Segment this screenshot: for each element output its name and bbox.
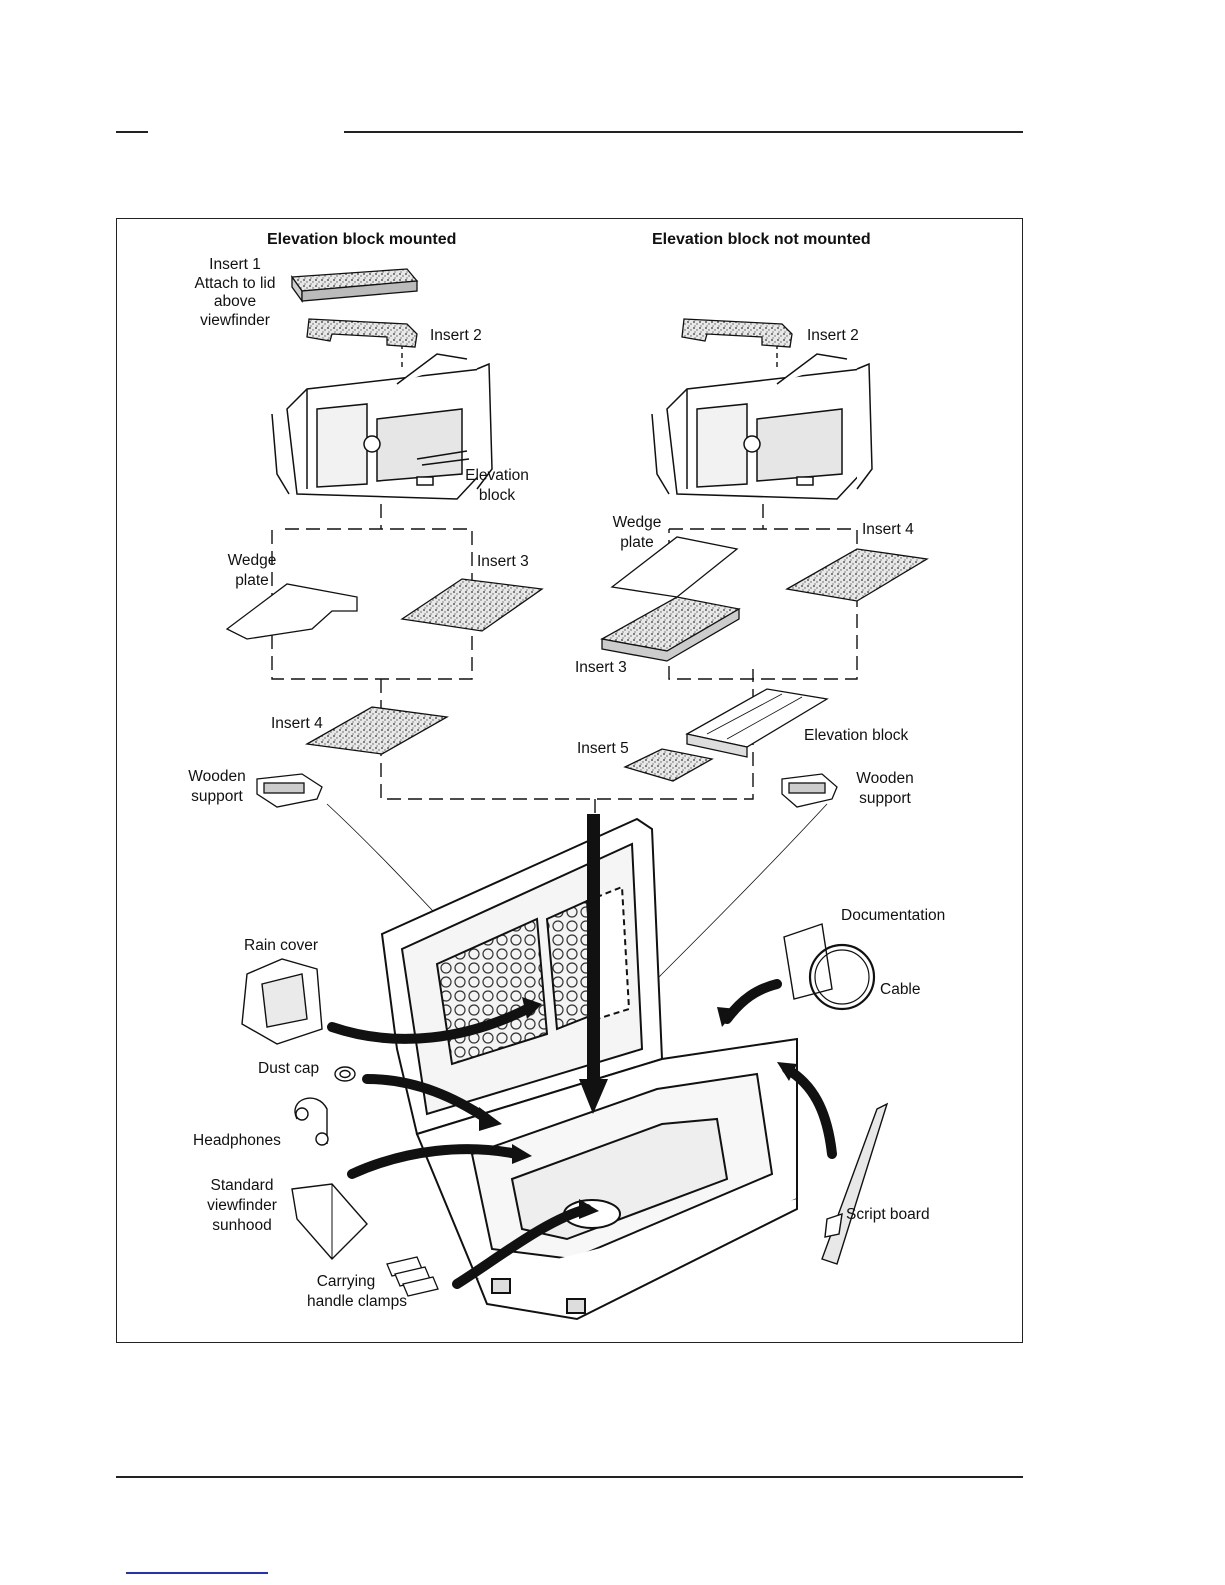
packing-diagram: Elevation block mounted Elevation block … [116, 218, 1023, 1343]
label-standard-viewfinder-sunhood: Standard viewfinder sunhood [197, 1176, 287, 1236]
label-dust-cap: Dust cap [258, 1060, 320, 1077]
label-insert-1-line1: Insert 1 [209, 256, 261, 273]
label-wedge-plate-right-line1: Wedge [612, 514, 662, 531]
label-insert-4-left: Insert 4 [271, 715, 323, 732]
label-wooden-support-left: Wooden support [177, 767, 257, 807]
footer-rule [116, 1476, 1023, 1478]
label-wooden-support-left-line2: support [191, 788, 243, 805]
label-insert-2-right: Insert 2 [807, 327, 859, 344]
label-elevation-block-right: Elevation block [804, 727, 909, 744]
label-elevation-block: Elevation block [452, 466, 542, 506]
label-sunhood-line3: sunhood [212, 1217, 272, 1234]
label-script-board: Script board [846, 1206, 930, 1223]
label-insert-5: Insert 5 [577, 740, 629, 757]
label-headphones: Headphones [193, 1132, 281, 1149]
header-rule-short [116, 131, 148, 133]
label-cable: Cable [880, 981, 921, 998]
heading-elevation-block-not-mounted: Elevation block not mounted [652, 231, 871, 248]
label-clamps-line1: Carrying [316, 1273, 376, 1290]
label-wooden-support-right-line2: support [859, 790, 911, 807]
label-rain-cover: Rain cover [244, 937, 319, 954]
label-wedge-plate-left-line2: plate [235, 572, 269, 589]
label-insert-1: Insert 1 Attach to lid above viewfinder [175, 255, 295, 331]
label-wooden-support-right: Wooden support [845, 769, 925, 809]
label-insert-1-line2: Attach to lid [194, 275, 276, 292]
label-insert-3-left: Insert 3 [477, 553, 529, 570]
label-elevation-block-line2: block [478, 487, 516, 504]
label-sunhood-line2: viewfinder [207, 1197, 277, 1214]
label-documentation: Documentation [841, 907, 946, 924]
label-wedge-plate-left-line1: Wedge [227, 552, 277, 569]
heading-elevation-block-mounted: Elevation block mounted [267, 231, 457, 248]
label-elevation-block-line1: Elevation [465, 467, 529, 484]
label-wedge-plate-right-line2: plate [620, 534, 654, 551]
label-wedge-plate-right: Wedge plate [602, 513, 672, 553]
label-insert-1-line4: viewfinder [200, 312, 270, 329]
label-wooden-support-left-line1: Wooden [188, 768, 246, 785]
diagram-artwork [225, 268, 929, 1321]
footer-link-underline [126, 1572, 268, 1574]
label-insert-2-left: Insert 2 [430, 327, 482, 344]
label-insert-3-right: Insert 3 [575, 659, 627, 676]
label-wooden-support-right-line1: Wooden [856, 770, 914, 787]
label-wedge-plate-left: Wedge plate [217, 551, 287, 591]
label-insert-4-right: Insert 4 [862, 521, 914, 538]
label-carrying-handle-clamps: Carrying handle clamps [292, 1272, 422, 1312]
header-rule-long [344, 131, 1023, 133]
label-insert-1-line3: above [213, 293, 257, 310]
label-clamps-line2: handle clamps [307, 1293, 407, 1310]
label-sunhood-line1: Standard [210, 1177, 274, 1194]
